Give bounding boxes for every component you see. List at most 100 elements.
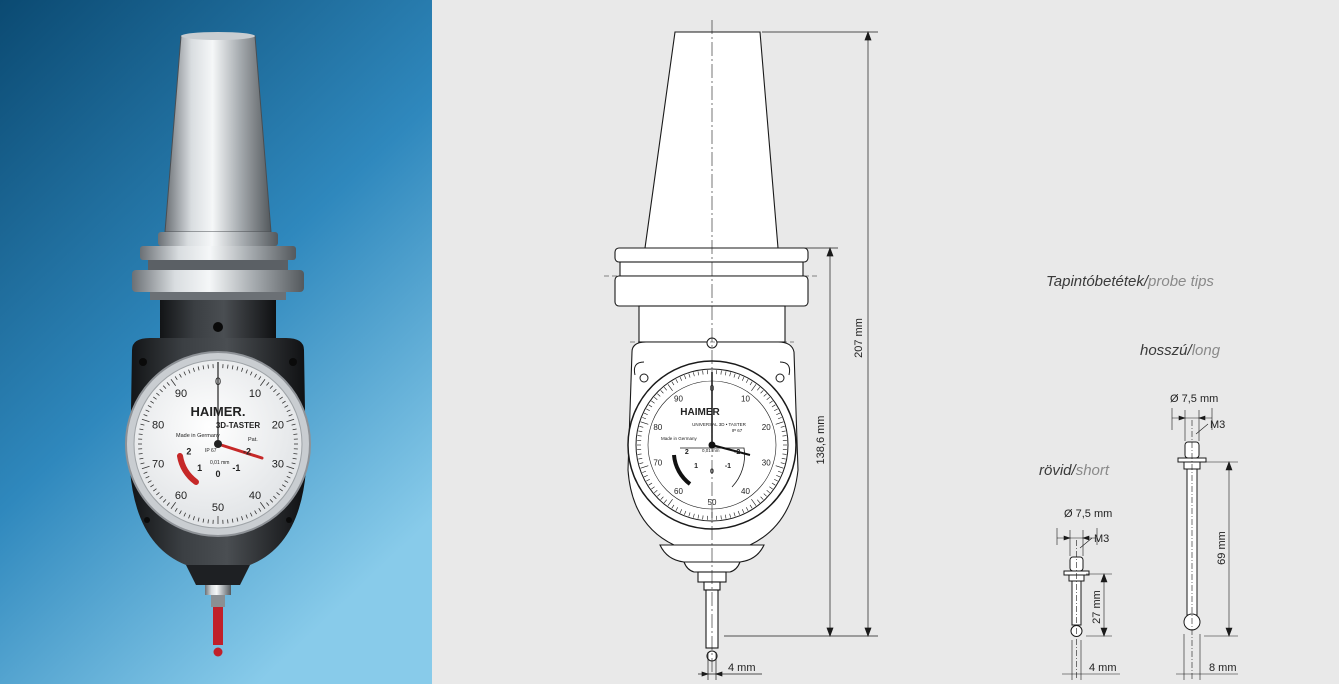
dimension-body-height bbox=[798, 247, 838, 637]
dial-tick bbox=[702, 515, 704, 520]
dial-tick bbox=[679, 509, 683, 513]
dial-tick bbox=[159, 388, 163, 393]
dial-tick bbox=[771, 482, 776, 486]
dial-number: 60 bbox=[175, 490, 187, 502]
dial-tick bbox=[162, 385, 167, 389]
dial-number: 10 bbox=[249, 388, 261, 400]
dial-tick bbox=[781, 458, 786, 460]
dial-tick bbox=[286, 475, 291, 479]
dial-tick bbox=[170, 502, 177, 509]
dial-number: 70 bbox=[653, 458, 662, 467]
probe-tips-separator: / bbox=[1143, 273, 1149, 290]
dial-tick bbox=[147, 405, 152, 408]
dial-tick bbox=[749, 504, 753, 509]
dial-tick bbox=[644, 474, 648, 478]
dial-tick bbox=[269, 499, 274, 503]
dial-tick bbox=[147, 480, 152, 483]
dial-number: 60 bbox=[674, 487, 683, 496]
dial-tick bbox=[140, 462, 145, 465]
dial-tick bbox=[751, 499, 757, 506]
dial-tick bbox=[293, 453, 298, 455]
dial-tick bbox=[192, 516, 195, 521]
photo-dial-brand: HAIMER. bbox=[191, 404, 246, 419]
dial-tick bbox=[733, 373, 736, 378]
dial-tick bbox=[725, 371, 727, 376]
short-probe-heading: rövid/short bbox=[1039, 462, 1109, 479]
dial-tick bbox=[245, 369, 248, 374]
dial-tick bbox=[281, 400, 286, 404]
probe-tips-label-en: probe tips bbox=[1148, 273, 1214, 290]
dial-tick bbox=[150, 484, 155, 488]
dial-tick bbox=[771, 404, 776, 408]
dial-tick bbox=[720, 370, 722, 375]
dial-tick bbox=[679, 377, 683, 381]
dial-tick bbox=[776, 474, 780, 478]
short-separator: / bbox=[1071, 462, 1076, 479]
dial-number: 80 bbox=[152, 419, 164, 431]
dial-tick bbox=[291, 423, 296, 426]
dial-tick bbox=[663, 387, 667, 391]
dial-tick bbox=[273, 388, 277, 393]
drawing-taper bbox=[644, 31, 779, 249]
dial-tick bbox=[279, 488, 283, 492]
dial-number: 50 bbox=[708, 498, 717, 507]
dial-tick bbox=[188, 369, 191, 374]
drawing-dial-brand: HAIMER bbox=[680, 407, 720, 418]
dial-tick bbox=[757, 499, 761, 503]
dial-tick bbox=[145, 409, 150, 413]
dial-tick bbox=[646, 408, 650, 412]
dial-tick bbox=[693, 513, 695, 518]
dial-inner-number: 2 bbox=[186, 447, 191, 457]
dial-inner-number: 0 bbox=[215, 469, 220, 479]
dial-tick bbox=[207, 364, 209, 369]
dimension-tip-width-label: 4 mm bbox=[728, 662, 756, 674]
dial-number: 50 bbox=[212, 502, 224, 514]
dial-tick bbox=[702, 370, 704, 375]
dial-tick bbox=[139, 457, 144, 460]
dial-tick bbox=[763, 393, 767, 397]
dial-tick bbox=[236, 366, 239, 371]
dial-tick bbox=[688, 512, 691, 517]
photo-dial-model: 3D-TASTER bbox=[216, 421, 261, 430]
dial-tick bbox=[291, 462, 296, 465]
dial-tick bbox=[276, 392, 280, 396]
dial-inner-number: 1 bbox=[694, 463, 698, 470]
dial-tick bbox=[145, 475, 150, 479]
dial-tick bbox=[749, 381, 753, 386]
dial-tick bbox=[741, 509, 745, 513]
dial-tick bbox=[202, 518, 205, 523]
drawing-dial-resolution: 0,01 mm bbox=[702, 448, 720, 453]
dial-tick bbox=[637, 453, 642, 455]
dial-tick bbox=[657, 393, 661, 397]
dial-tick bbox=[166, 382, 170, 386]
dial-tick bbox=[231, 518, 234, 523]
probe-tips-heading: Tapintóbetétek/probe tips bbox=[1046, 273, 1214, 290]
dial-tick bbox=[639, 426, 644, 428]
dial-tick bbox=[207, 519, 209, 524]
dial-tick bbox=[751, 384, 757, 391]
dial-tick bbox=[663, 499, 667, 503]
dial-tick bbox=[639, 462, 644, 464]
dial-tick bbox=[781, 430, 786, 432]
dial-tick bbox=[745, 379, 749, 383]
dial-tick bbox=[745, 507, 749, 511]
dial-number: 90 bbox=[175, 388, 187, 400]
dial-tick bbox=[150, 400, 155, 404]
dimension-tip-width bbox=[698, 652, 762, 680]
dial-tick bbox=[241, 367, 244, 372]
dial-tick bbox=[202, 365, 205, 370]
dial-tick bbox=[644, 412, 648, 416]
dial-inner-number: -2 bbox=[243, 447, 251, 457]
probe-long: Ø 7,5 mm M3 69 mm 8 mm bbox=[1170, 393, 1238, 680]
dial-tick bbox=[227, 519, 229, 524]
dial-tick bbox=[197, 366, 200, 371]
dial-tick bbox=[197, 517, 200, 522]
probe-tips-label-hu: Tapintóbetétek bbox=[1046, 273, 1144, 290]
dial-tick bbox=[276, 492, 280, 496]
dial-tick bbox=[780, 462, 785, 464]
dial-tick bbox=[638, 458, 643, 460]
dial-tick bbox=[174, 376, 178, 381]
dial-tick bbox=[671, 381, 675, 386]
dial-tick bbox=[153, 396, 157, 400]
